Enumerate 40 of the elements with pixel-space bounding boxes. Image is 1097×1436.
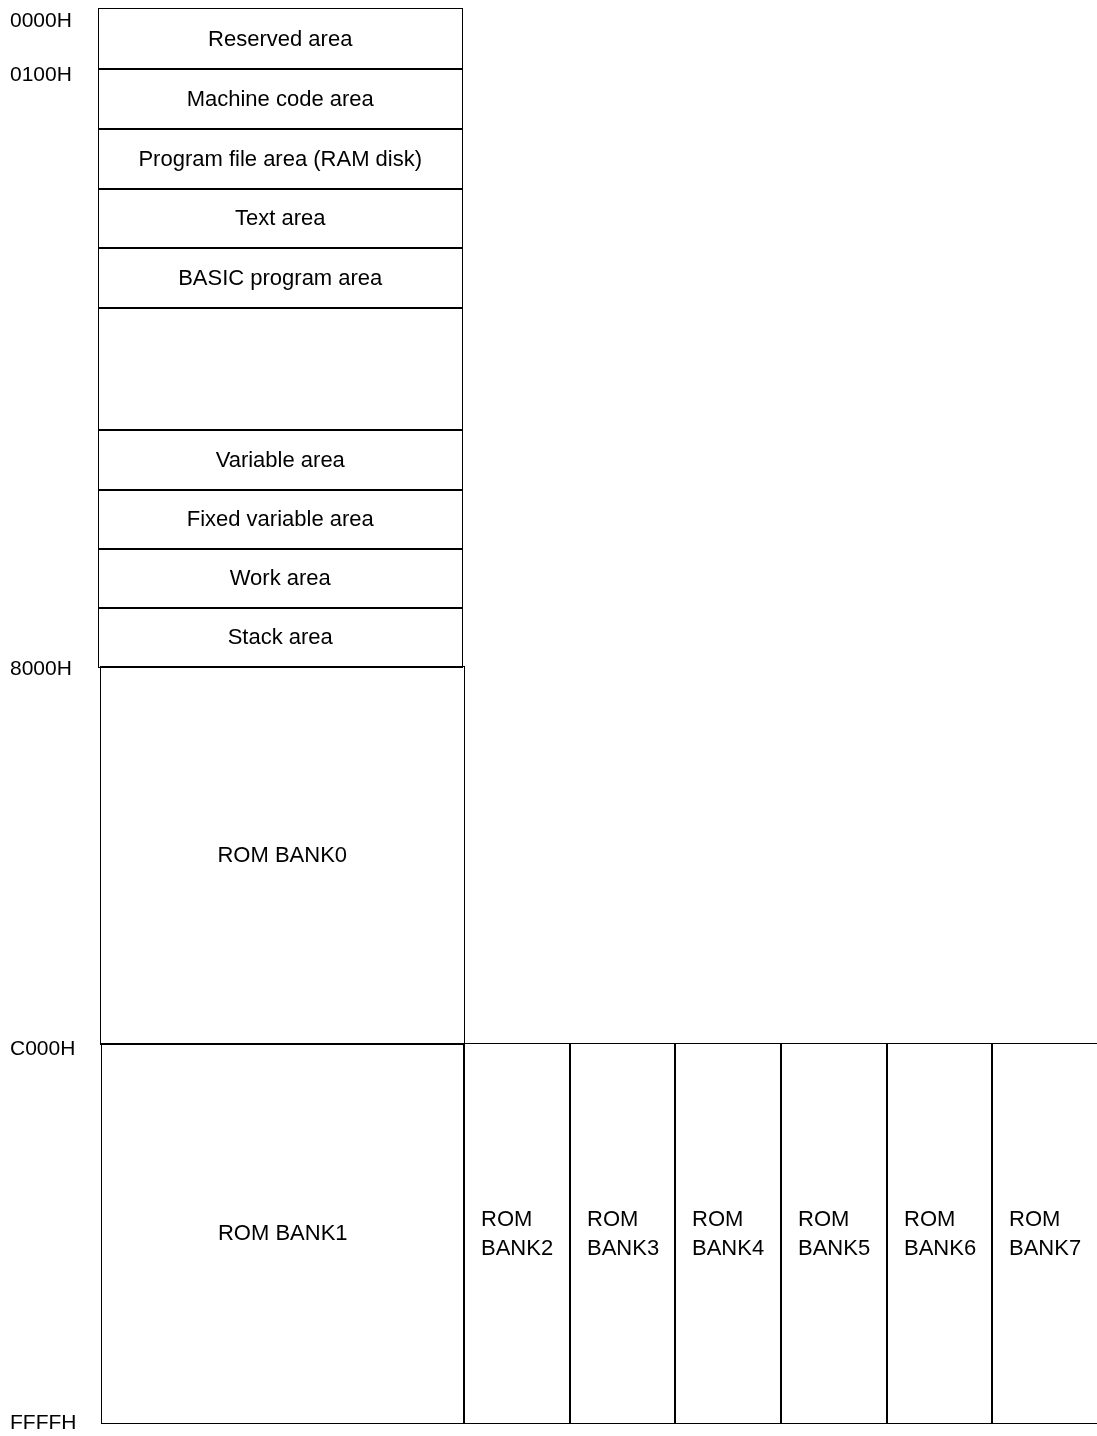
region-label: ROM BANK1 <box>217 1219 348 1248</box>
memory-region-box <box>98 548 463 609</box>
region-label: Work area <box>229 564 331 593</box>
memory-region-box <box>98 8 463 70</box>
memory-region-box <box>100 666 465 1045</box>
region-label: ROM BANK2 <box>481 1204 555 1263</box>
memory-region-box <box>98 128 463 190</box>
memory-region-box <box>886 1043 993 1424</box>
memory-region-box <box>674 1043 782 1424</box>
empty-memory-region <box>98 307 463 431</box>
memory-region-box <box>98 429 463 491</box>
address-label: 0000H <box>10 8 72 30</box>
memory-region-box <box>98 489 463 550</box>
region-label: Machine code area <box>186 84 374 113</box>
region-label: Text area <box>235 204 326 233</box>
memory-region-box <box>98 68 463 130</box>
region-label: ROM BANK0 <box>217 841 348 870</box>
region-label: Program file area (RAM disk) <box>138 144 423 173</box>
memory-region-box <box>101 1043 465 1424</box>
region-label: ROM BANK4 <box>692 1204 766 1263</box>
region-label: ROM BANK5 <box>798 1204 872 1263</box>
region-label: ROM BANK6 <box>904 1204 978 1263</box>
region-label: Stack area <box>227 623 333 652</box>
memory-region-box <box>780 1043 888 1424</box>
region-label: Fixed variable area <box>186 505 374 534</box>
address-label: C000H <box>10 1036 76 1058</box>
memory-region-box <box>98 607 463 668</box>
region-label: BASIC program area <box>178 263 383 292</box>
address-label: FFFFH <box>10 1410 77 1432</box>
region-label: ROM BANK7 <box>1009 1204 1083 1263</box>
memory-region-box <box>991 1043 1097 1424</box>
address-label: 0100H <box>10 62 72 84</box>
address-label: 8000H <box>10 656 72 678</box>
memory-region-box <box>463 1043 571 1424</box>
region-label: Variable area <box>215 445 345 474</box>
region-label: Reserved area <box>208 24 353 53</box>
memory-region-box <box>98 188 463 249</box>
memory-region-box <box>98 247 463 309</box>
memory-region-box <box>569 1043 676 1424</box>
region-label: ROM BANK3 <box>587 1204 661 1263</box>
